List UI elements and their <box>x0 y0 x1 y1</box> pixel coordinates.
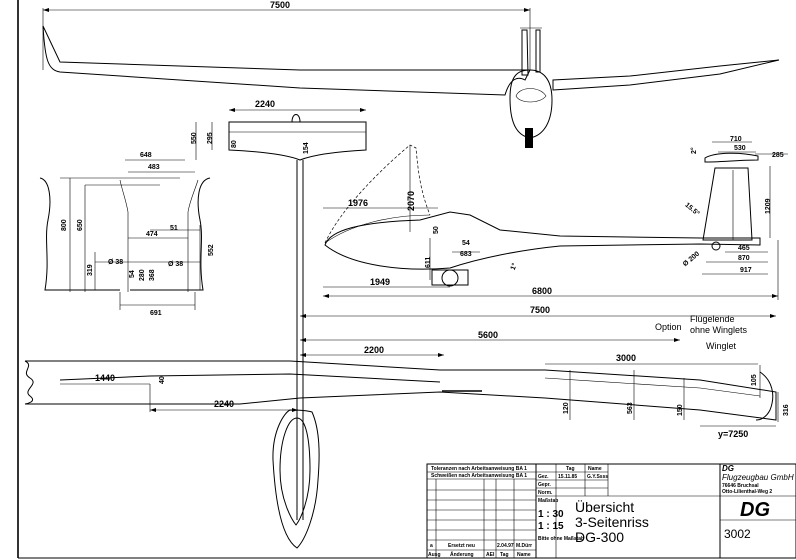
tb-gez-date: 15.11.85 <box>558 474 577 480</box>
tb-massstab: Maßstab <box>538 498 558 504</box>
side-d611: 611 <box>425 257 432 268</box>
tb-rev-date: 2.04.97 <box>497 543 514 549</box>
wing-half-span: 7500 <box>530 305 550 315</box>
tail-fuselage-label: 154 <box>303 142 310 154</box>
wing-flugelende-2: ohne Winglets <box>690 325 748 335</box>
wing-d1440: 1440 <box>95 373 115 383</box>
tb-company-3: 76646 Bruchsal <box>722 483 759 489</box>
tb-scale-2: 1 : 15 <box>538 521 564 532</box>
tb-norm: Norm. <box>538 490 553 496</box>
section-height-inner: 650 <box>77 219 84 231</box>
tb-title-3: DG-300 <box>575 529 624 545</box>
section-outer-width: 648 <box>140 152 152 159</box>
tail-plan-view: 2240 550 295 80 154 <box>191 99 367 520</box>
side-total-len: 6800 <box>532 286 552 296</box>
wing-d105: 105 <box>751 374 758 386</box>
tb-rev-text: Ersetzt neu <box>448 543 475 549</box>
wing-d316: 316 <box>783 404 790 416</box>
section-d474: 474 <box>146 231 158 238</box>
tb-gepr: Gepr. <box>538 482 551 488</box>
side-fin-height: 1209 <box>765 198 772 214</box>
side-view: 1976 2070 50 611 54 683 1° 1949 6800 2° … <box>323 136 788 300</box>
side-sweep: 15.5° <box>683 201 701 218</box>
wing-d150: 150 <box>677 404 684 416</box>
side-fin-width: 710 <box>730 136 742 143</box>
tail-chord-label: 295 <box>207 132 214 144</box>
side-d465: 465 <box>738 245 750 252</box>
side-d285: 285 <box>772 152 784 159</box>
tb-tolerance-2: Schweißen nach Arbeitsanweisung BA 1 <box>431 473 527 479</box>
tb-note: Bitte ohne Maßstab <box>538 536 584 542</box>
title-block: Toleranzen nach Arbeitsanweisung BA 1 Sc… <box>426 463 796 559</box>
tb-tolerance-1: Toleranzen nach Arbeitsanweisung BA 1 <box>431 466 527 472</box>
side-d1949: 1949 <box>370 277 390 287</box>
tb-company-1: DG <box>722 464 734 473</box>
side-d54: 54 <box>462 240 470 247</box>
section-d51: 51 <box>170 225 178 232</box>
wing-d40: 40 <box>159 376 166 384</box>
side-fin-chord: 530 <box>734 145 746 152</box>
section-d552: 552 <box>208 244 215 256</box>
tb-rev-name: M.Dürr <box>516 543 532 549</box>
section-d368: 368 <box>149 269 156 281</box>
side-d683: 683 <box>460 251 472 258</box>
tb-tag: Tag <box>566 466 575 472</box>
tb-col-ausg: Ausg <box>428 552 441 558</box>
top-view: 7500 <box>42 0 780 148</box>
tb-title-2: 3-Seitenriss <box>575 514 649 530</box>
tb-drawing-no: 3002 <box>724 527 751 541</box>
side-wheel: Ø 200 <box>682 251 701 269</box>
section-dia38b: Ø 38 <box>168 261 183 268</box>
wing-d2200: 2200 <box>364 345 384 355</box>
wing-winglet: Winglet <box>706 341 737 351</box>
side-d50: 50 <box>433 226 440 234</box>
section-height-total: 800 <box>61 219 68 231</box>
drawing-frame <box>17 0 796 559</box>
side-d870: 870 <box>738 255 750 262</box>
wing-d2240: 2240 <box>214 399 234 409</box>
side-canopy-height: 2070 <box>406 191 416 211</box>
wing-d3000: 3000 <box>616 353 636 363</box>
wing-flugelende-1: Flügelende <box>690 314 735 324</box>
wing-option: Option <box>655 322 682 332</box>
top-span-label: 7500 <box>270 0 290 10</box>
cockpit-section-view: 648 483 800 650 474 51 Ø 38 Ø 38 552 319… <box>39 152 215 317</box>
section-d319: 319 <box>87 264 94 276</box>
tb-gez: Gez. <box>538 474 549 480</box>
tb-title-1: Übersicht <box>575 498 634 515</box>
tb-col-aenderung: Änderung <box>450 551 474 558</box>
wing-d120: 120 <box>563 402 570 414</box>
side-d917: 917 <box>740 267 752 274</box>
wing-plan-view: 7500 5600 2200 3000 Option Flügelende oh… <box>24 305 790 549</box>
tb-logo: DG <box>740 499 770 521</box>
tb-scale-1: 1 : 30 <box>538 509 564 520</box>
side-angle-top: 2° <box>690 147 698 154</box>
wing-y-pos: y=7250 <box>718 429 748 439</box>
tb-col-name: Name <box>517 552 531 558</box>
tb-name: Name <box>588 466 602 472</box>
tail-root-label: 80 <box>231 140 238 148</box>
tail-depth-label: 550 <box>191 132 198 144</box>
section-bottom-width: 691 <box>150 310 162 317</box>
tb-gez-name: G.Y.Ssss <box>587 474 608 480</box>
tb-rev-a: a <box>430 543 433 549</box>
tb-col-tag: Tag <box>500 552 509 558</box>
tb-col-aei: AEI <box>486 552 495 558</box>
tb-company-4: Otto-Lilienthal-Weg 2 <box>722 489 772 495</box>
section-d54: 54 <box>129 270 136 278</box>
tail-span-label: 2240 <box>255 99 275 109</box>
side-canopy-len: 1976 <box>348 198 368 208</box>
wing-d5600: 5600 <box>478 330 498 340</box>
side-angle-a: 1° <box>509 262 519 271</box>
section-inner-width: 483 <box>148 164 160 171</box>
wing-d563: 563 <box>627 402 634 414</box>
section-dia38a: Ø 38 <box>108 259 123 266</box>
tb-company-2: Flugzeugbau GmbH <box>722 473 794 482</box>
section-d280: 280 <box>139 269 146 281</box>
